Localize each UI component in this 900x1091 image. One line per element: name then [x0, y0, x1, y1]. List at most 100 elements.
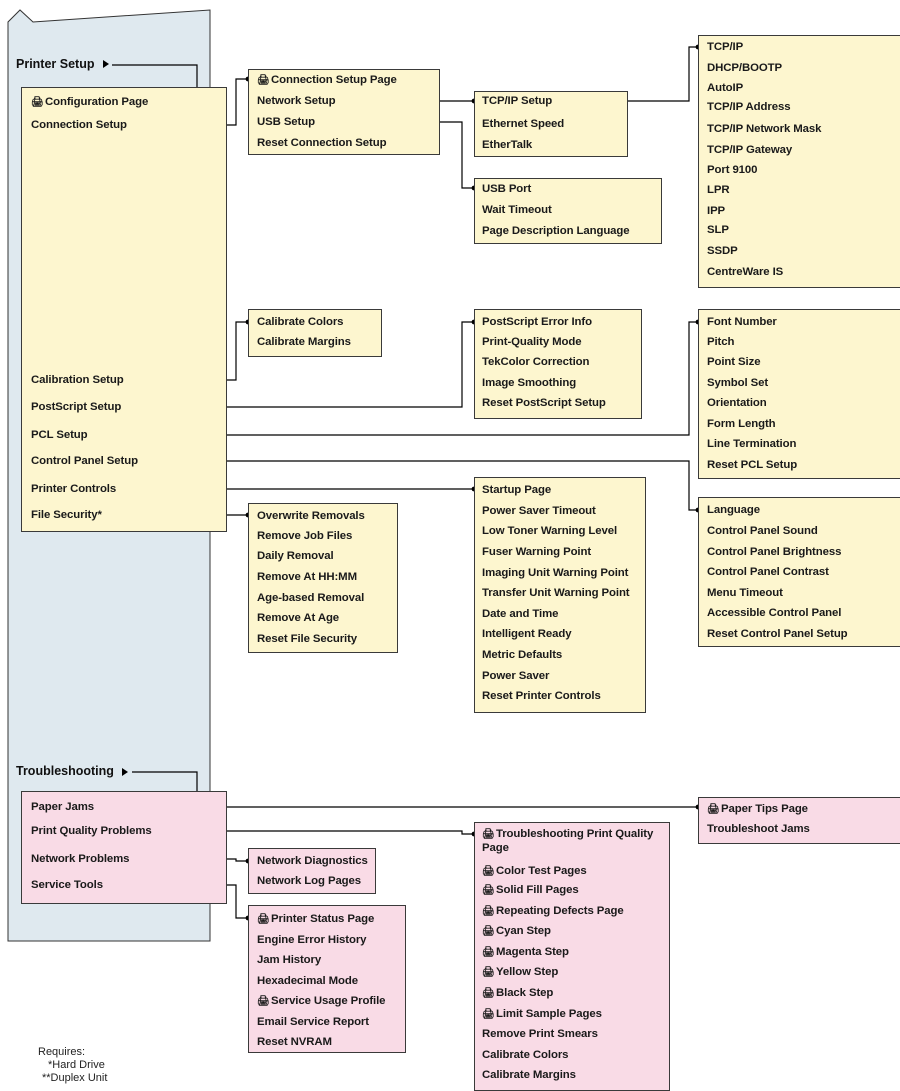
paper-tips-page-item[interactable]: 🖨Paper Tips Page: [707, 803, 808, 815]
line-termination-item[interactable]: Line Termination: [707, 438, 797, 450]
remove-job-files-item[interactable]: Remove Job Files: [257, 530, 353, 542]
service-tools-item[interactable]: Service Tools: [31, 879, 103, 891]
centreware-is-item[interactable]: CentreWare IS: [707, 266, 784, 278]
menu-timeout-item[interactable]: Menu Timeout: [707, 587, 783, 599]
black-step-item[interactable]: 🖨Black Step: [482, 987, 554, 999]
control-panel-setup-item[interactable]: Control Panel Setup: [31, 455, 138, 467]
yellow-step-item[interactable]: 🖨Yellow Step: [482, 966, 559, 978]
file-security-item[interactable]: File Security*: [31, 509, 102, 521]
control-panel-contrast-item[interactable]: Control Panel Contrast: [707, 566, 829, 578]
remove-at-hhmm-item[interactable]: Remove At HH:MM: [257, 571, 357, 583]
usb-setup-item[interactable]: USB Setup: [257, 116, 315, 128]
troubleshoot-jams-item[interactable]: Troubleshoot Jams: [707, 823, 810, 835]
power-saver-item[interactable]: Power Saver: [482, 670, 550, 682]
jam-history-item[interactable]: Jam History: [257, 954, 322, 966]
remove-at-age-item[interactable]: Remove At Age: [257, 612, 340, 624]
transfer-unit-warning-point-item[interactable]: Transfer Unit Warning Point: [482, 587, 630, 599]
cyan-step-item[interactable]: 🖨Cyan Step: [482, 925, 551, 937]
tcpip-network-mask-item[interactable]: TCP/IP Network Mask: [707, 123, 822, 135]
power-saver-timeout-item[interactable]: Power Saver Timeout: [482, 505, 596, 517]
paper-jams-item[interactable]: Paper Jams: [31, 801, 94, 813]
calibrate-colors-item[interactable]: Calibrate Colors: [257, 316, 344, 328]
connection-setup-item[interactable]: Connection Setup: [31, 119, 127, 131]
printer-status-page-item[interactable]: 🖨Printer Status Page: [257, 913, 375, 925]
usb-port-item[interactable]: USB Port: [482, 183, 532, 195]
port-9100-item[interactable]: Port 9100: [707, 164, 758, 176]
overwrite-removals-item[interactable]: Overwrite Removals: [257, 510, 365, 522]
tcpip-setup-item[interactable]: TCP/IP Setup: [482, 95, 553, 107]
email-service-report-item[interactable]: Email Service Report: [257, 1016, 369, 1028]
pcl-box: [698, 309, 900, 479]
pitch-item[interactable]: Pitch: [707, 336, 735, 348]
reset-file-security-item[interactable]: Reset File Security: [257, 633, 358, 645]
language-item[interactable]: Language: [707, 504, 760, 516]
control-panel-sound-item[interactable]: Control Panel Sound: [707, 525, 818, 537]
pq-calibrate-margins-item[interactable]: Calibrate Margins: [482, 1069, 576, 1081]
ipp-item[interactable]: IPP: [707, 205, 726, 217]
image-smoothing-item[interactable]: Image Smoothing: [482, 377, 577, 389]
date-and-time-item[interactable]: Date and Time: [482, 608, 559, 620]
tcpip-gateway-item[interactable]: TCP/IP Gateway: [707, 144, 793, 156]
reset-postscript-setup-item[interactable]: Reset PostScript Setup: [482, 397, 606, 409]
reset-pcl-setup-item[interactable]: Reset PCL Setup: [707, 459, 798, 471]
hexadecimal-mode-item[interactable]: Hexadecimal Mode: [257, 975, 358, 987]
printer-controls-item[interactable]: Printer Controls: [31, 483, 117, 495]
print-quality-mode-item[interactable]: Print-Quality Mode: [482, 336, 582, 348]
pcl-setup-item[interactable]: PCL Setup: [31, 429, 88, 441]
point-size-item[interactable]: Point Size: [707, 356, 761, 368]
accessible-control-panel-item[interactable]: Accessible Control Panel: [707, 607, 842, 619]
print-quality-problems-item[interactable]: Print Quality Problems: [31, 825, 152, 837]
color-test-pages-item[interactable]: 🖨Color Test Pages: [482, 865, 587, 877]
limit-sample-pages-item[interactable]: 🖨Limit Sample Pages: [482, 1008, 602, 1020]
network-problems-item[interactable]: Network Problems: [31, 853, 130, 865]
tcpip-address-item[interactable]: TCP/IP Address: [707, 101, 791, 113]
dhcp-bootp-item[interactable]: DHCP/BOOTP: [707, 62, 782, 74]
font-number-item[interactable]: Font Number: [707, 316, 777, 328]
ethertalk-item[interactable]: EtherTalk: [482, 139, 533, 151]
network-diagnostics-item[interactable]: Network Diagnostics: [257, 855, 368, 867]
engine-error-history-item[interactable]: Engine Error History: [257, 934, 367, 946]
pq-calibrate-colors-item[interactable]: Calibrate Colors: [482, 1049, 569, 1061]
metric-defaults-item[interactable]: Metric Defaults: [482, 649, 563, 661]
troubleshooting-print-quality-page-item[interactable]: 🖨Troubleshooting Print Quality Page: [482, 828, 654, 854]
calibrate-margins-item[interactable]: Calibrate Margins: [257, 336, 351, 348]
orientation-item[interactable]: Orientation: [707, 397, 767, 409]
remove-print-smears-item[interactable]: Remove Print Smears: [482, 1028, 598, 1040]
service-usage-profile-item[interactable]: 🖨Service Usage Profile: [257, 995, 386, 1007]
network-setup-item[interactable]: Network Setup: [257, 95, 336, 107]
connection-setup-page-item[interactable]: 🖨Connection Setup Page: [257, 74, 397, 86]
fuser-warning-point-item[interactable]: Fuser Warning Point: [482, 546, 592, 558]
reset-connection-setup-item[interactable]: Reset Connection Setup: [257, 137, 387, 149]
form-length-item[interactable]: Form Length: [707, 418, 776, 430]
wait-timeout-item[interactable]: Wait Timeout: [482, 204, 552, 216]
solid-fill-pages-item[interactable]: 🖨Solid Fill Pages: [482, 884, 579, 896]
network-log-pages-item[interactable]: Network Log Pages: [257, 875, 362, 887]
troubleshooting-heading[interactable]: Troubleshooting: [16, 764, 114, 778]
postscript-setup-item[interactable]: PostScript Setup: [31, 401, 122, 413]
tekcolor-correction-item[interactable]: TekColor Correction: [482, 356, 590, 368]
repeating-defects-page-item[interactable]: 🖨Repeating Defects Page: [482, 905, 624, 917]
intelligent-ready-item[interactable]: Intelligent Ready: [482, 628, 572, 640]
autoip-item[interactable]: AutoIP: [707, 82, 744, 94]
low-toner-warning-level-item[interactable]: Low Toner Warning Level: [482, 525, 618, 537]
age-based-removal-item[interactable]: Age-based Removal: [257, 592, 365, 604]
lpr-item[interactable]: LPR: [707, 184, 730, 196]
daily-removal-item[interactable]: Daily Removal: [257, 550, 334, 562]
magenta-step-item[interactable]: 🖨Magenta Step: [482, 946, 569, 958]
ssdp-item[interactable]: SSDP: [707, 245, 738, 257]
reset-printer-controls-item[interactable]: Reset Printer Controls: [482, 690, 601, 702]
page-description-language-item[interactable]: Page Description Language: [482, 225, 630, 237]
configuration-page-item[interactable]: 🖨Configuration Page: [31, 96, 149, 108]
control-panel-brightness-item[interactable]: Control Panel Brightness: [707, 546, 842, 558]
tcpip-item[interactable]: TCP/IP: [707, 41, 744, 53]
printer-setup-heading[interactable]: Printer Setup: [16, 57, 95, 71]
reset-nvram-item[interactable]: Reset NVRAM: [257, 1036, 332, 1048]
imaging-unit-warning-point-item[interactable]: Imaging Unit Warning Point: [482, 567, 629, 579]
startup-page-item[interactable]: Startup Page: [482, 484, 552, 496]
calibration-setup-item[interactable]: Calibration Setup: [31, 374, 124, 386]
slp-item[interactable]: SLP: [707, 224, 729, 236]
symbol-set-item[interactable]: Symbol Set: [707, 377, 769, 389]
ethernet-speed-item[interactable]: Ethernet Speed: [482, 118, 565, 130]
reset-control-panel-setup-item[interactable]: Reset Control Panel Setup: [707, 628, 848, 640]
postscript-error-info-item[interactable]: PostScript Error Info: [482, 316, 592, 328]
